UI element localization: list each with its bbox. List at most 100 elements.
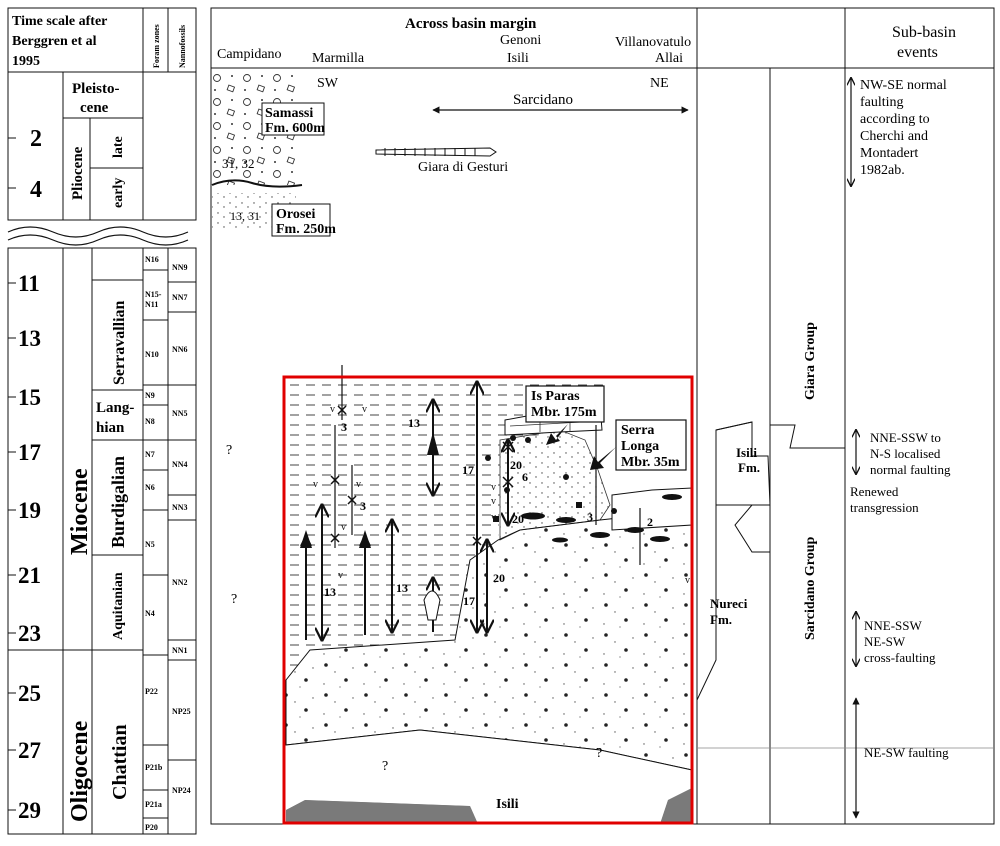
locality-labels: Campidano Marmilla Genoni Isili Villanov… xyxy=(217,33,691,66)
svg-text:Mbr. 175m: Mbr. 175m xyxy=(531,405,597,420)
foram-zone-labels: N16 N15- N11 N10 N9 N8 N7 N6 N5 N4 P22 P… xyxy=(145,255,163,832)
svg-text:Berggren et al: Berggren et al xyxy=(12,34,97,49)
event-4: NNE-SSW NE-SW cross-faulting xyxy=(864,618,936,665)
svg-text:13: 13 xyxy=(396,581,408,595)
svg-text:?: ? xyxy=(382,759,388,774)
lower-age-ticks: 11 13 15 17 19 21 23 25 27 29 xyxy=(8,271,41,823)
svg-text:4: 4 xyxy=(30,177,42,203)
giara-bar xyxy=(375,147,497,157)
event-2: NNE-SSW to N-S localised normal faulting xyxy=(870,430,951,477)
question-2: ? xyxy=(231,592,237,607)
is-paras-box xyxy=(525,385,605,423)
oligocene-label: Oligocene xyxy=(67,720,93,822)
events-column: Sub-basin events NW-SE normal faulting a… xyxy=(850,24,956,819)
burdigalian-label: Burdigalian xyxy=(108,456,128,548)
section-title: Across basin margin xyxy=(405,16,537,32)
svg-text:NN2: NN2 xyxy=(172,578,188,587)
svg-text:13: 13 xyxy=(324,585,336,599)
upper-age-ticks: 2 4 xyxy=(8,126,42,203)
svg-text:events: events xyxy=(897,44,938,61)
question-1: ? xyxy=(226,443,232,458)
svg-text:N4: N4 xyxy=(145,609,155,618)
svg-text:N6: N6 xyxy=(145,483,155,492)
svg-text:cross-faulting: cross-faulting xyxy=(864,650,936,665)
svg-text:v: v xyxy=(356,479,361,490)
svg-text:NN1: NN1 xyxy=(172,646,188,655)
svg-text:NN7: NN7 xyxy=(172,293,188,302)
svg-text:NN9: NN9 xyxy=(172,263,188,272)
svg-text:Fm. 250m: Fm. 250m xyxy=(276,222,336,237)
svg-text:Time scale after: Time scale after xyxy=(12,14,107,29)
svg-text:v: v xyxy=(491,496,496,507)
miocene-label: Miocene xyxy=(67,468,93,555)
svg-text:N7: N7 xyxy=(145,450,155,459)
svg-text:Cherchi and: Cherchi and xyxy=(860,129,928,144)
event-5: NE-SW faulting xyxy=(864,745,949,760)
svg-text:Longa: Longa xyxy=(621,439,659,454)
ne-label: NE xyxy=(650,76,669,91)
svg-text:2: 2 xyxy=(30,126,42,152)
svg-text:20: 20 xyxy=(512,512,524,526)
time-break-line xyxy=(7,226,189,238)
time-scale-panel: Time scale after Berggren et al 1995 For… xyxy=(7,7,197,835)
svg-text:v: v xyxy=(338,570,343,581)
svg-text:NP24: NP24 xyxy=(172,786,191,795)
svg-text:v: v xyxy=(341,522,346,533)
time-scale-title: Time scale after Berggren et al 1995 xyxy=(12,14,107,69)
svg-text:NN4: NN4 xyxy=(172,460,188,469)
x-markers xyxy=(330,405,514,546)
svg-text:N8: N8 xyxy=(145,417,155,426)
serravallian-label: Serravallian xyxy=(111,300,128,385)
sw-label: SW xyxy=(317,76,339,91)
svg-text:3: 3 xyxy=(587,510,593,524)
svg-text:N9: N9 xyxy=(145,391,155,400)
nanno-zone-labels: NN9 NN7 NN6 NN5 NN4 NN3 NN2 NN1 NP25 NP2… xyxy=(172,263,191,795)
early-label: early xyxy=(111,178,126,208)
svg-text:1995: 1995 xyxy=(12,54,40,69)
svg-text:1982ab.: 1982ab. xyxy=(860,163,905,178)
svg-text:17: 17 xyxy=(463,594,475,608)
svg-text:Villanovatulo: Villanovatulo xyxy=(615,35,691,50)
serra-longa-pointer xyxy=(590,447,616,470)
svg-text:N-S localised: N-S localised xyxy=(870,446,941,461)
svg-text:17: 17 xyxy=(18,440,41,465)
svg-text:N11: N11 xyxy=(145,300,158,309)
svg-text:N10: N10 xyxy=(145,350,159,359)
svg-text:normal faulting: normal faulting xyxy=(870,462,951,477)
event-1: NW-SE normal faulting according to Cherc… xyxy=(860,78,947,178)
svg-text:3: 3 xyxy=(360,499,366,513)
langhian-label: Lang- xyxy=(96,400,134,416)
svg-text:NN5: NN5 xyxy=(172,409,188,418)
svg-text:v: v xyxy=(685,575,690,586)
nureci-fm-label: Nureci xyxy=(710,596,748,611)
is-paras-pointer xyxy=(546,424,568,445)
svg-text:NNE-SSW: NNE-SSW xyxy=(864,618,923,633)
svg-text:Isili: Isili xyxy=(496,797,519,812)
svg-text:17: 17 xyxy=(462,463,474,477)
svg-text:6: 6 xyxy=(522,470,528,484)
svg-text:13: 13 xyxy=(408,416,420,430)
svg-text:transgression: transgression xyxy=(850,500,919,515)
serra-longa-box xyxy=(615,419,687,471)
svg-text:v: v xyxy=(491,482,496,493)
svg-text:Marmilla: Marmilla xyxy=(312,51,365,66)
shell-symbol xyxy=(423,590,441,621)
svg-text:Fm.: Fm. xyxy=(710,612,732,627)
svg-text:Isili: Isili xyxy=(507,51,529,66)
orosei-box xyxy=(271,203,331,237)
svg-text:13, 31: 13, 31 xyxy=(230,209,260,223)
nannofossils-header: Nannofossils xyxy=(178,25,187,68)
svg-text:3: 3 xyxy=(341,420,347,434)
svg-text:v: v xyxy=(330,404,335,415)
svg-text:v: v xyxy=(362,404,367,415)
svg-text:NW-SE normal: NW-SE normal xyxy=(860,78,947,93)
highlight-section: Isili ? ? ? ? Isili xyxy=(282,365,694,825)
svg-text:?: ? xyxy=(596,746,602,761)
svg-text:29: 29 xyxy=(18,798,41,823)
range-numbers: 13 3 3 13 13 17 20 6 20 17 20 3 2 xyxy=(324,416,653,608)
filled-arrow-heads xyxy=(300,432,439,548)
pleistocene-label-2: cene xyxy=(80,100,109,116)
chattian-label: Chattian xyxy=(109,724,131,800)
events-header: Sub-basin xyxy=(892,24,956,41)
